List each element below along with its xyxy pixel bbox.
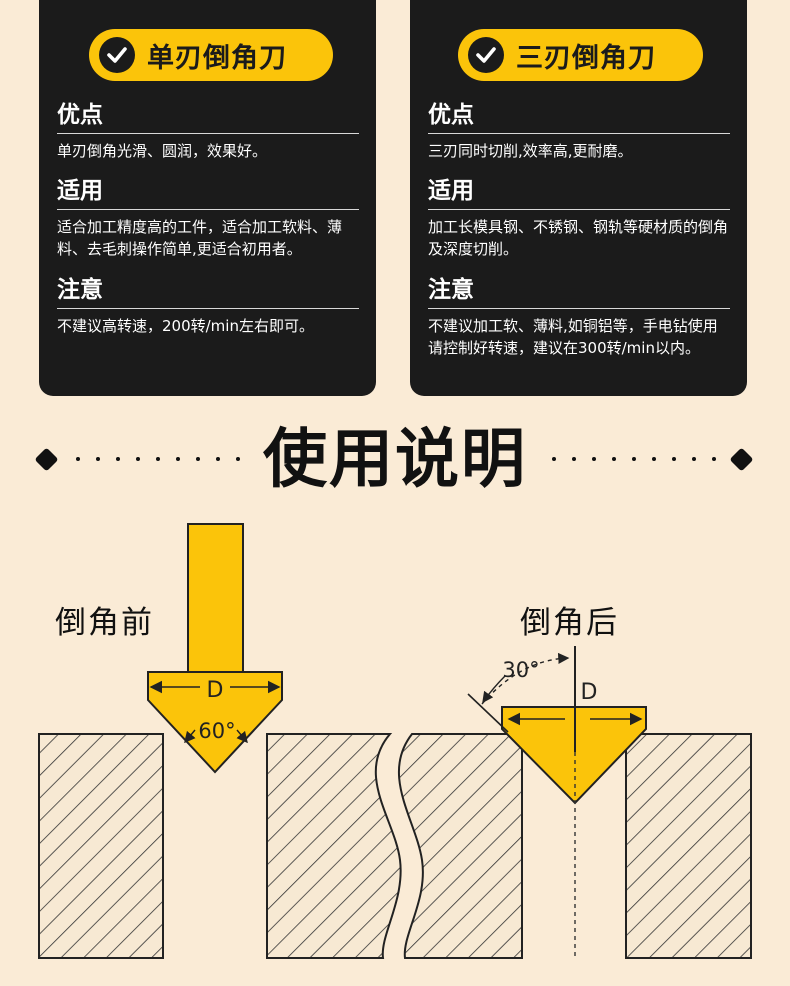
check-icon xyxy=(468,37,504,73)
triple-notes-section: 注意 不建议加工软、薄料,如铜铝等，手电钻使用请控制好转速，建议在300转/mi… xyxy=(428,274,730,359)
section-heading: 注意 xyxy=(428,274,730,309)
workpiece-left xyxy=(38,733,164,959)
tool-head-before xyxy=(147,671,283,774)
single-edge-card: 单刃倒角刀 优点 单刃倒角光滑、圆润，效果好。 适用 适合加工精度高的工件，适合… xyxy=(39,0,376,396)
check-icon xyxy=(99,37,135,73)
angle-arc-after-start xyxy=(482,675,506,704)
section-text: 加工长模具钢、不锈钢、钢轨等硬材质的倒角及深度切削。 xyxy=(428,218,729,258)
workpiece-middle xyxy=(266,733,402,959)
usage-title: 使用说明 xyxy=(263,422,527,497)
chamfer-angle-line xyxy=(467,693,509,733)
triple-edge-title-pill: 三刃倒角刀 xyxy=(458,29,703,81)
section-text: 三刃同时切削,效率高,更耐磨。 xyxy=(428,142,633,160)
diameter-label-after: D xyxy=(581,680,598,705)
single-edge-title-pill: 单刃倒角刀 xyxy=(89,29,333,81)
after-chamfer-label: 倒角后 xyxy=(520,605,619,641)
single-usage-section: 适用 适合加工精度高的工件，适合加工软料、薄料、去毛刺操作简单,更适合初用者。 xyxy=(57,175,359,260)
triple-usage-section: 适用 加工长模具钢、不锈钢、钢轨等硬材质的倒角及深度切削。 xyxy=(428,175,730,260)
angle-arrow-left xyxy=(184,729,196,744)
section-heading: 适用 xyxy=(57,175,359,210)
section-text: 不建议高转速，200转/min左右即可。 xyxy=(57,317,314,335)
section-heading: 注意 xyxy=(57,274,359,309)
section-text: 单刃倒角光滑、圆润，效果好。 xyxy=(57,142,268,160)
single-notes-section: 注意 不建议高转速，200转/min左右即可。 xyxy=(57,274,359,337)
angle-arrow-right xyxy=(236,729,248,744)
before-chamfer-label: 倒角前 xyxy=(55,605,154,641)
workpiece-chamfered xyxy=(625,733,752,959)
section-heading: 优点 xyxy=(57,99,359,134)
workpiece-middle-right xyxy=(397,733,523,959)
chamfer-diagram: D 60° D 30° xyxy=(38,523,752,959)
angle-before-label: 60° xyxy=(198,719,235,743)
triple-edge-card: 三刃倒角刀 优点 三刃同时切削,效率高,更耐磨。 适用 加工长模具钢、不锈钢、钢… xyxy=(410,0,747,396)
usage-title-row: 使用说明 xyxy=(0,420,790,500)
single-edge-title: 单刃倒角刀 xyxy=(147,42,287,74)
section-text: 适合加工精度高的工件，适合加工软料、薄料、去毛刺操作简单,更适合初用者。 xyxy=(57,218,343,258)
section-heading: 适用 xyxy=(428,175,730,210)
single-advantages-section: 优点 单刃倒角光滑、圆润，效果好。 xyxy=(57,99,359,162)
triple-edge-title: 三刃倒角刀 xyxy=(516,42,656,74)
dots-right xyxy=(552,457,716,463)
angle-after-label: 30° xyxy=(502,658,539,682)
section-heading: 优点 xyxy=(428,99,730,134)
tool-shank-before xyxy=(187,523,244,673)
dots-left xyxy=(76,457,240,463)
triple-advantages-section: 优点 三刃同时切削,效率高,更耐磨。 xyxy=(428,99,730,162)
diameter-label-before: D xyxy=(207,678,224,703)
section-text: 不建议加工软、薄料,如铜铝等，手电钻使用请控制好转速，建议在300转/min以内… xyxy=(428,317,718,357)
